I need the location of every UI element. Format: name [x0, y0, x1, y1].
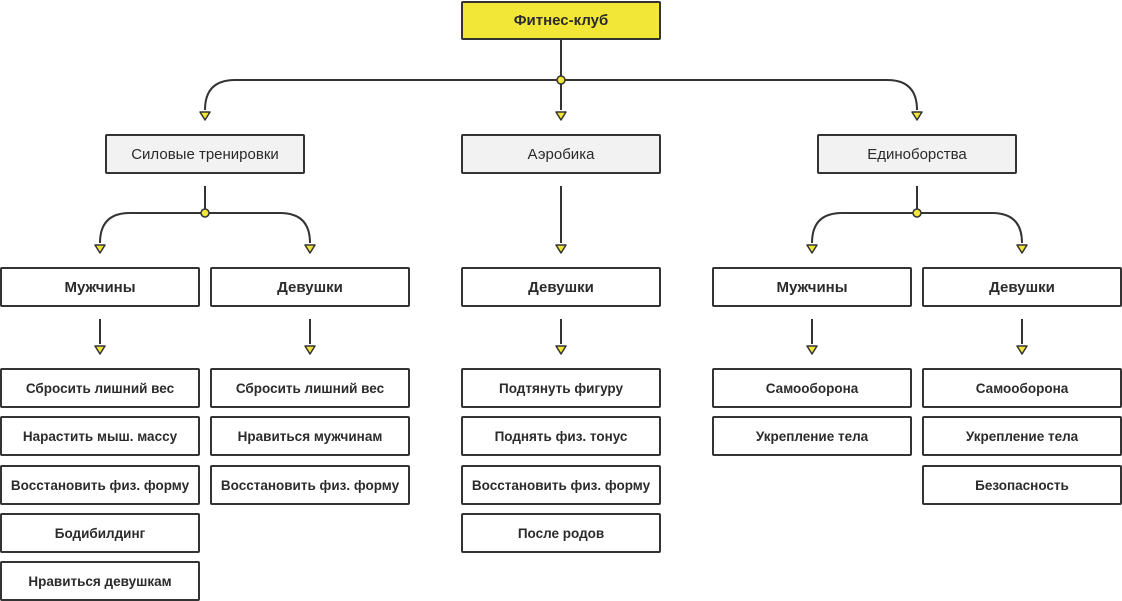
group-strength-women: Девушки [210, 267, 410, 307]
group-martial-women: Девушки [922, 267, 1122, 307]
connector-strength-left [99, 212, 205, 244]
list-item: Восстановить физ. форму [210, 465, 410, 505]
junction-dot-icon [912, 208, 922, 218]
list-item: Нравиться мужчинам [210, 416, 410, 456]
arrow-head-icon [304, 345, 316, 355]
connector-martial-right [917, 212, 1023, 244]
list-item: Самооборона [922, 368, 1122, 408]
arrow-head-icon [806, 244, 818, 254]
arrow-head-icon [555, 345, 567, 355]
category-aerobics: Аэробика [461, 134, 661, 174]
list-item: Восстановить физ. форму [0, 465, 200, 505]
arrow-head-icon [94, 244, 106, 254]
connector-root-left [204, 79, 561, 111]
category-martial-arts: Единоборства [817, 134, 1017, 174]
list-item: Сбросить лишний вес [0, 368, 200, 408]
list-item: Укрепление тела [712, 416, 912, 456]
arrow-head-icon [94, 345, 106, 355]
category-strength-training: Силовые тренировки [105, 134, 305, 174]
list-item: Укрепление тела [922, 416, 1122, 456]
arrow-head-icon [806, 345, 818, 355]
list-item: Поднять физ. тонус [461, 416, 661, 456]
arrow-head-icon [555, 244, 567, 254]
arrow-head-icon [199, 111, 211, 121]
arrow-head-icon [1016, 244, 1028, 254]
group-strength-men: Мужчины [0, 267, 200, 307]
list-item: Сбросить лишний вес [210, 368, 410, 408]
list-item: Нравиться девушкам [0, 561, 200, 601]
list-item: Восстановить физ. форму [461, 465, 661, 505]
connector-strength-right [205, 212, 311, 244]
list-item: Безопасность [922, 465, 1122, 505]
junction-dot-icon [556, 75, 566, 85]
arrow-head-icon [911, 111, 923, 121]
connector-martial-left [811, 212, 917, 244]
group-aerobics-women: Девушки [461, 267, 661, 307]
list-item: Нарастить мыш. массу [0, 416, 200, 456]
list-item: Подтянуть фигуру [461, 368, 661, 408]
list-item: После родов [461, 513, 661, 553]
arrow-head-icon [1016, 345, 1028, 355]
connector-root-right [561, 79, 918, 111]
list-item: Бодибилдинг [0, 513, 200, 553]
root-node: Фитнес-клуб [461, 1, 661, 40]
arrow-head-icon [555, 111, 567, 121]
junction-dot-icon [200, 208, 210, 218]
arrow-head-icon [304, 244, 316, 254]
group-martial-men: Мужчины [712, 267, 912, 307]
list-item: Самооборона [712, 368, 912, 408]
